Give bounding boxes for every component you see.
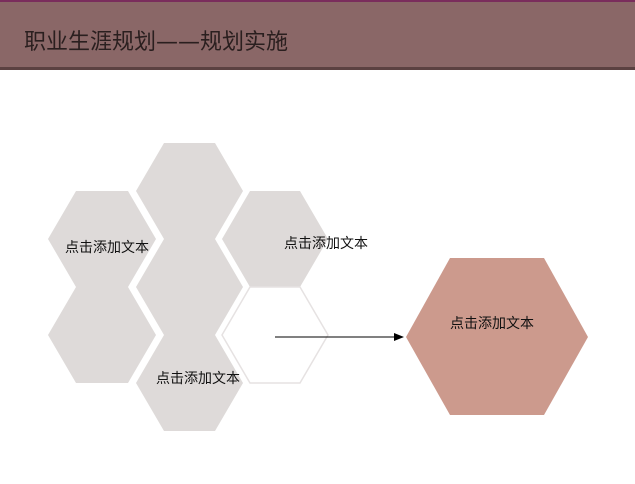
hexagon-lower-left xyxy=(48,287,156,383)
page-title: 职业生涯规划——规划实施 xyxy=(24,30,289,55)
title-bar: 职业生涯规划——规划实施 xyxy=(0,2,635,70)
hexagon-target xyxy=(406,258,588,415)
hexagon-label-upper-right[interactable]: 点击添加文本 xyxy=(284,236,368,252)
hexagon-upper-left xyxy=(48,191,156,287)
hexagon-center xyxy=(136,239,243,335)
top-accent-line xyxy=(0,0,635,2)
hexagon-upper-right xyxy=(222,191,328,287)
hexagon-label-target[interactable]: 点击添加文本 xyxy=(450,316,534,332)
hexagon-bottom xyxy=(136,335,243,431)
hexagon-label-bottom[interactable]: 点击添加文本 xyxy=(156,371,240,387)
hexagon-label-upper-left[interactable]: 点击添加文本 xyxy=(65,240,149,256)
hexagon-top xyxy=(136,143,243,239)
hexagon-outline-empty xyxy=(221,286,329,384)
